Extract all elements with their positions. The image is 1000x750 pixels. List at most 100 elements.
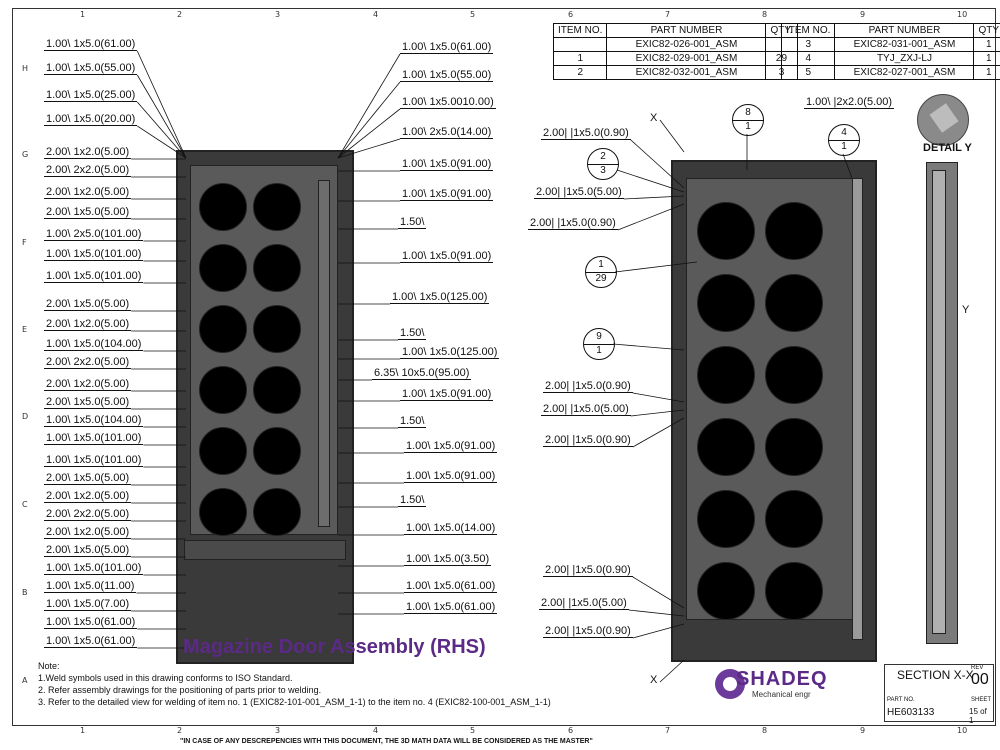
weld-callout-middle: 1.00\ 1x5.0(91.00) bbox=[400, 388, 494, 401]
weld-callout-left: 1.00\ 1x5.0(7.00) bbox=[44, 598, 132, 611]
balloon-item-number: 1 bbox=[586, 259, 616, 273]
weld-callout-left: 1.00\ 2x5.0(101.00) bbox=[44, 228, 144, 241]
weld-callout-middle: 1.00\ 1x5.0(61.00) bbox=[400, 41, 494, 54]
weld-callout-middle: 1.50\ bbox=[398, 327, 427, 340]
weld-callout-middle: 1.50\ bbox=[398, 216, 427, 229]
sheet-value: 15 of 1 bbox=[969, 707, 987, 725]
zone-number-bottom: 6 bbox=[568, 726, 574, 735]
weld-callout-left: 1.00\ 1x5.0(25.00) bbox=[44, 89, 138, 102]
weld-callout-middle: 1.00\ 1x5.0(91.00) bbox=[400, 250, 494, 263]
detail-y-weld-callout: 1.00\ |2x2.0(5.00) bbox=[804, 96, 895, 109]
weld-callout-middle: 1.50\ bbox=[398, 494, 427, 507]
balloon-quantity: 3 bbox=[600, 165, 606, 176]
weld-callout-left: 1.00\ 1x5.0(20.00) bbox=[44, 113, 138, 126]
weld-callout-right: 2.00| |1x5.0(0.90) bbox=[543, 380, 633, 393]
weld-callout-left: 2.00\ 1x2.0(5.00) bbox=[44, 490, 132, 503]
weld-callout-right: 2.00| |1x5.0(5.00) bbox=[534, 186, 624, 199]
weld-callout-left: 2.00\ 2x2.0(5.00) bbox=[44, 164, 132, 177]
weld-callout-left: 2.00\ 1x2.0(5.00) bbox=[44, 318, 132, 331]
zone-number-bottom: 10 bbox=[957, 726, 968, 735]
magazine-hole bbox=[697, 562, 755, 620]
note-line-1: 1.Weld symbols used in this drawing conf… bbox=[38, 673, 293, 683]
leader-line bbox=[616, 169, 685, 193]
zone-letter-side: F bbox=[22, 238, 27, 247]
balloon-quantity: 1 bbox=[841, 141, 847, 152]
weld-callout-middle: 1.00\ 1x5.0(61.00) bbox=[404, 601, 498, 614]
weld-callout-right: 2.00| |1x5.0(0.90) bbox=[543, 434, 633, 447]
weld-callout-left: 1.00\ 1x5.0(104.00) bbox=[44, 338, 144, 351]
zone-number-top: 1 bbox=[80, 10, 86, 19]
leader-line bbox=[632, 392, 685, 403]
bom-cell: 5 bbox=[780, 65, 836, 80]
balloon-quantity: 1 bbox=[745, 121, 751, 132]
leader-line bbox=[614, 261, 698, 273]
magazine-hole bbox=[253, 366, 301, 414]
zone-number-bottom: 2 bbox=[177, 726, 183, 735]
logo-name: SHADEQ bbox=[736, 668, 828, 690]
leader-line bbox=[659, 659, 685, 683]
zone-number-top: 7 bbox=[665, 10, 671, 19]
zone-number-bottom: 5 bbox=[470, 726, 476, 735]
weld-callout-middle: 1.00\ 1x5.0(125.00) bbox=[400, 346, 500, 359]
weld-callout-left: 1.00\ 1x5.0(104.00) bbox=[44, 414, 144, 427]
weld-callout-left: 1.00\ 1x5.0(61.00) bbox=[44, 38, 138, 51]
leader-line bbox=[617, 203, 685, 231]
leader-line bbox=[136, 50, 187, 159]
weld-callout-left: 1.00\ 1x5.0(61.00) bbox=[44, 616, 138, 629]
zone-number-top: 3 bbox=[275, 10, 281, 19]
leader-line bbox=[337, 81, 401, 159]
leader-line bbox=[630, 139, 685, 189]
magazine-hole bbox=[697, 274, 755, 332]
weld-callout-middle: 1.00\ 2x5.0(14.00) bbox=[400, 126, 494, 139]
zone-number-top: 9 bbox=[860, 10, 866, 19]
notes-heading: Note: bbox=[38, 661, 60, 671]
part-no-value: HE603133 bbox=[887, 707, 935, 718]
leader-line bbox=[337, 53, 401, 159]
detail-y-marker: Y bbox=[962, 304, 970, 316]
magazine-hole bbox=[765, 490, 823, 548]
magazine-hole bbox=[697, 418, 755, 476]
drawing-title: Magazine Door Assembly (RHS) bbox=[183, 636, 486, 658]
leader-line bbox=[632, 623, 685, 639]
magazine-hole bbox=[199, 305, 247, 353]
weld-callout-right: 2.00| |1x5.0(0.90) bbox=[543, 564, 633, 577]
magazine-hole bbox=[765, 346, 823, 404]
weld-callout-left: 2.00\ 1x5.0(5.00) bbox=[44, 206, 132, 219]
zone-letter-side: C bbox=[22, 500, 28, 509]
bom-cell: 1 bbox=[973, 65, 1000, 80]
note-line-2: 2. Refer assembly drawings for the posit… bbox=[38, 685, 322, 695]
leader-line bbox=[628, 609, 685, 617]
weld-callout-left: 2.00\ 1x5.0(5.00) bbox=[44, 544, 132, 557]
balloon-quantity: 1 bbox=[596, 345, 602, 356]
bom-cell: EXIC82-032-001_ASM bbox=[606, 65, 767, 80]
balloon-item-number: 9 bbox=[584, 331, 614, 345]
zone-number-bottom: 8 bbox=[762, 726, 768, 735]
zone-letter-side: E bbox=[22, 325, 28, 334]
zone-letter-side: D bbox=[22, 412, 29, 421]
section-hinge-strip bbox=[852, 178, 863, 640]
detail-y-view bbox=[917, 94, 969, 146]
bom-cell: 2 bbox=[552, 65, 608, 80]
zone-number-bottom: 9 bbox=[860, 726, 866, 735]
magazine-hole bbox=[199, 427, 247, 475]
logo-tagline: Mechanical engr bbox=[752, 690, 811, 699]
weld-callout-middle: 6.35\ 10x5.0(95.00) bbox=[372, 367, 472, 380]
leader-line bbox=[659, 119, 685, 153]
zone-letter-side: A bbox=[22, 676, 28, 685]
magazine-hole bbox=[199, 488, 247, 536]
weld-callout-right: 2.00| |1x5.0(0.90) bbox=[541, 127, 631, 140]
weld-callout-left: 2.00\ 2x2.0(5.00) bbox=[44, 356, 132, 369]
note-line-3: 3. Refer to the detailed view for weldin… bbox=[38, 697, 551, 707]
leader-line bbox=[612, 343, 685, 351]
section-marker-bottom: X bbox=[650, 674, 658, 686]
weld-callout-middle: 1.00\ 1x5.0(91.00) bbox=[404, 470, 498, 483]
magazine-hole bbox=[199, 244, 247, 292]
weld-callout-middle: 1.00\ 1x5.0(91.00) bbox=[404, 440, 498, 453]
magazine-hole bbox=[765, 562, 823, 620]
weld-callout-middle: 1.00\ 1x5.0(91.00) bbox=[400, 188, 494, 201]
zone-letter-side: G bbox=[22, 150, 29, 159]
